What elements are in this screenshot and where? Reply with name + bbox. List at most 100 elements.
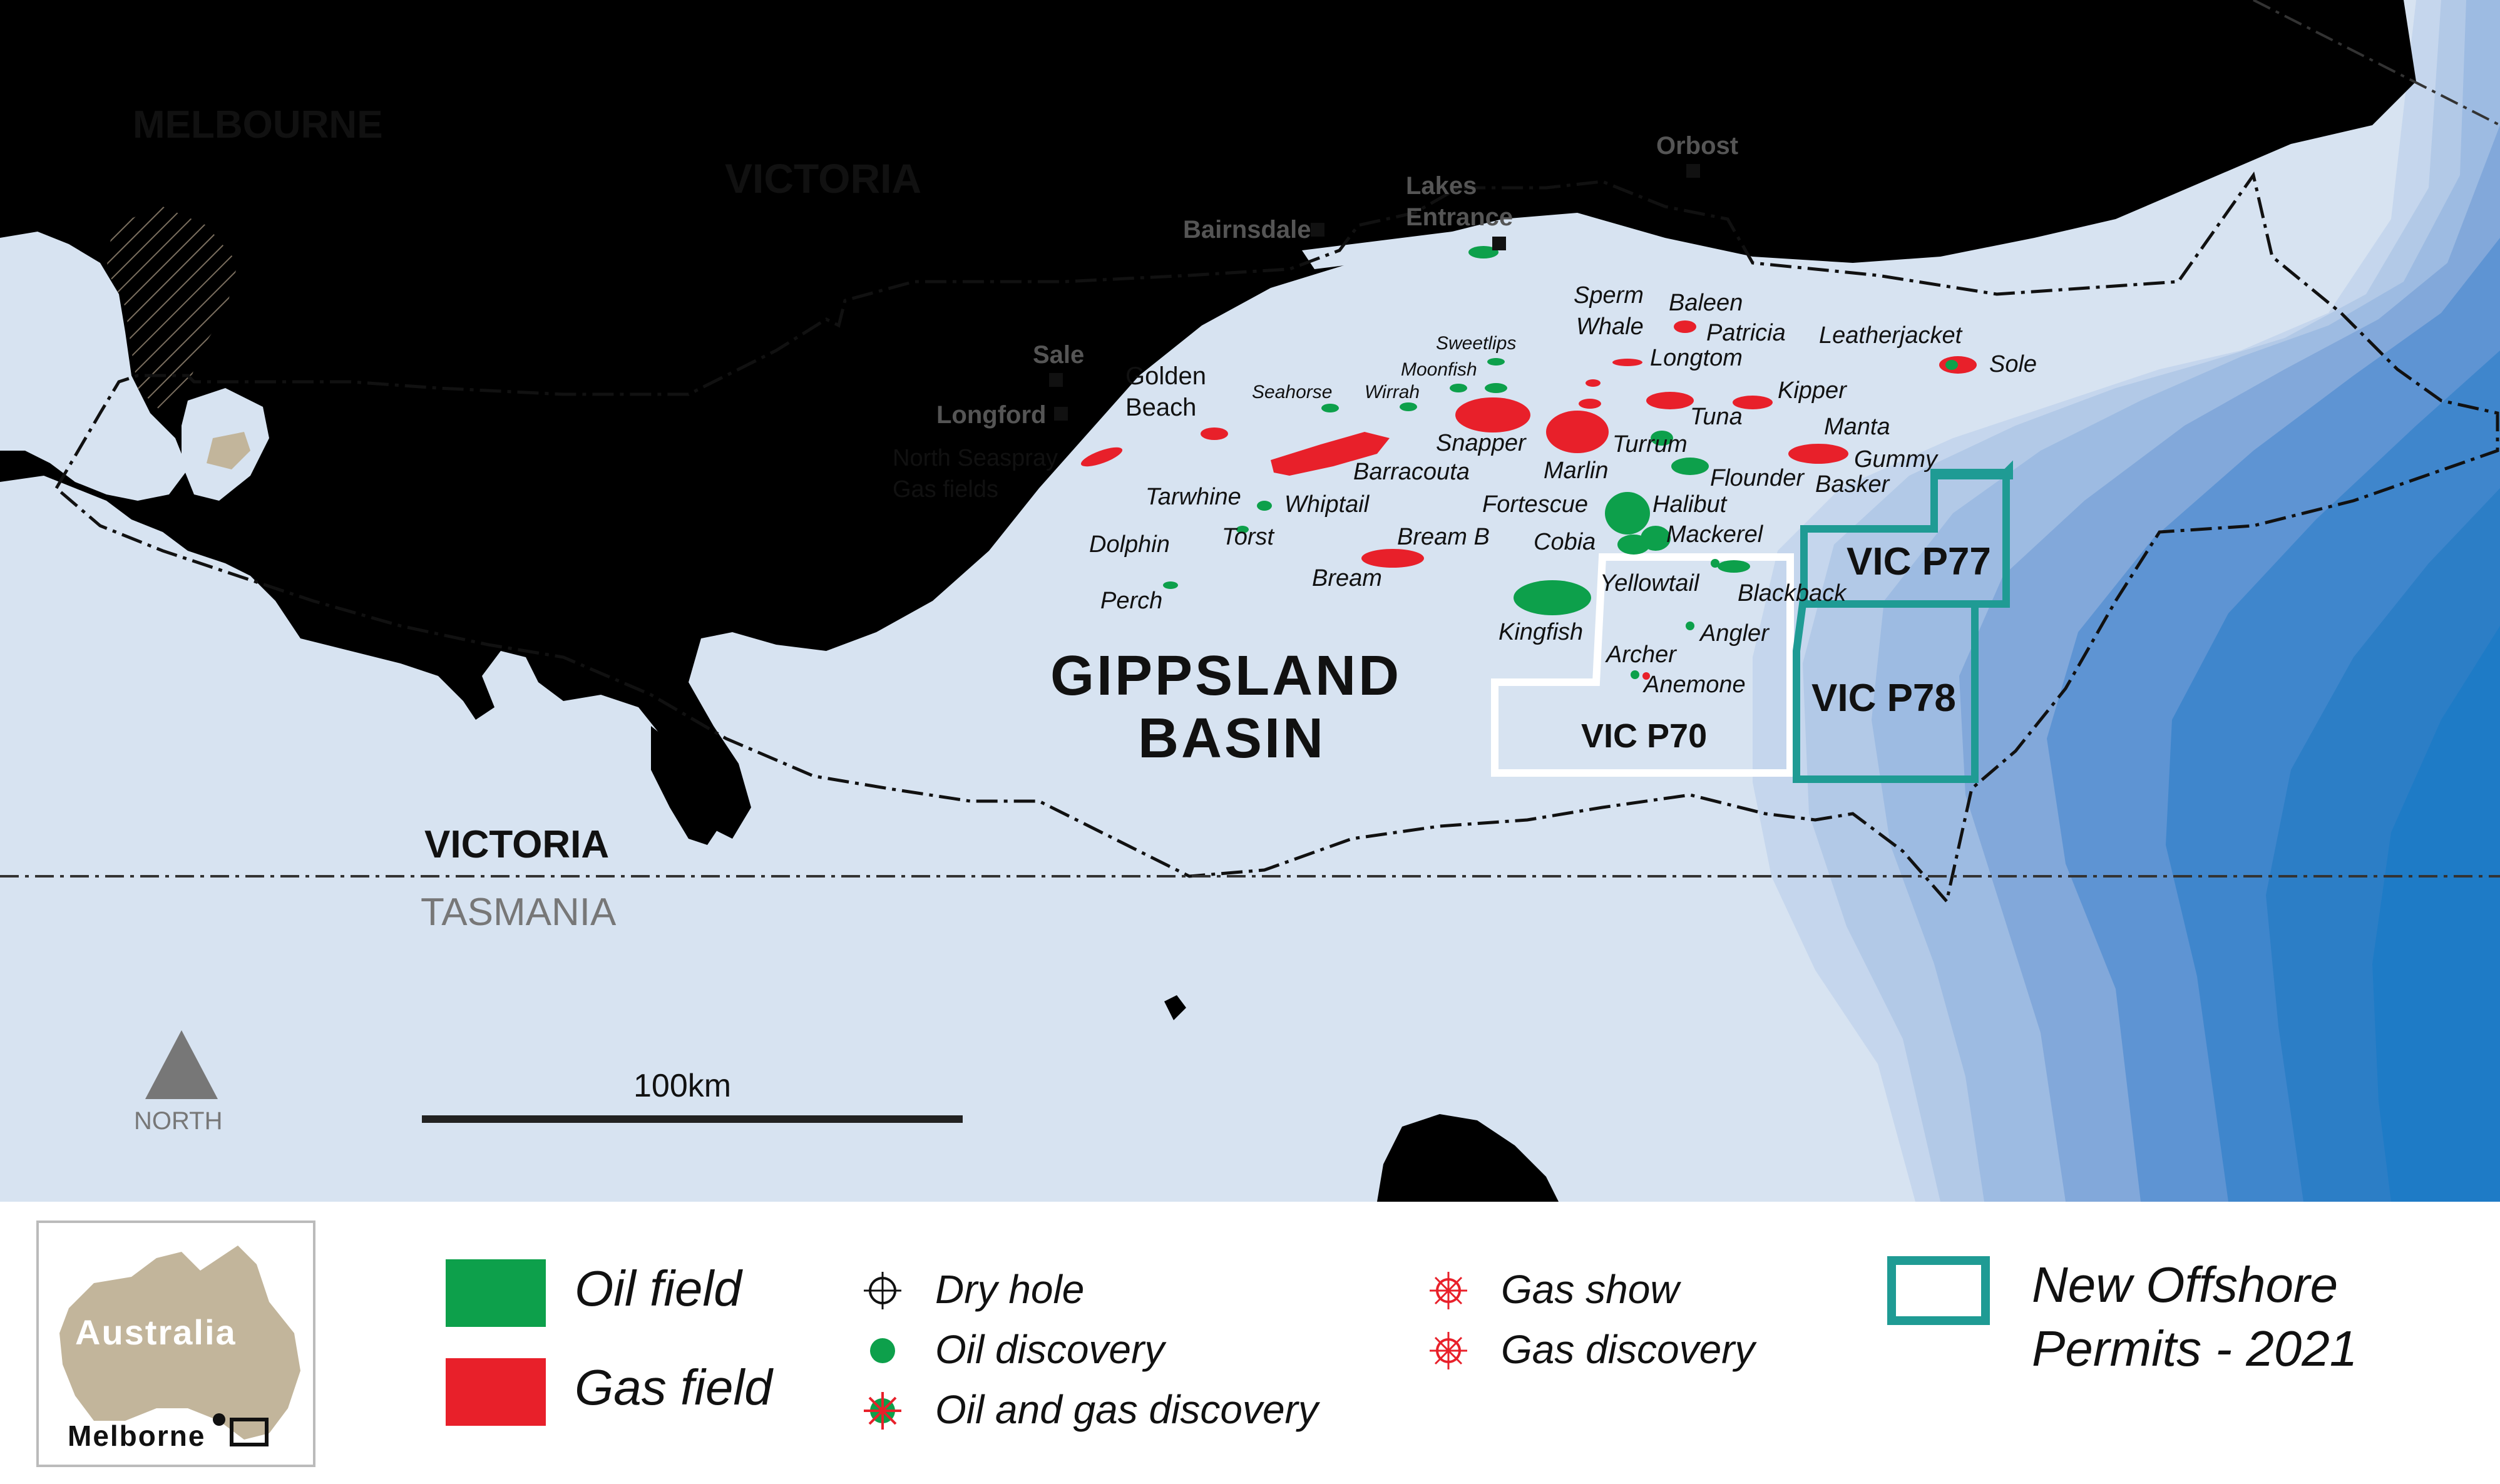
legend-gas-show-icon <box>1430 1272 1467 1309</box>
gas-field-2[interactable] <box>1579 399 1601 409</box>
legend-permit-swatch <box>1887 1256 1990 1325</box>
bairnsdale-marker <box>1311 223 1324 237</box>
bathymetry <box>1753 0 2500 1202</box>
label-dolphin: Dolphin <box>1089 531 1170 558</box>
legend-permits-line2: Permits - 2021 <box>2032 1321 2357 1376</box>
oil-discovery-yellowtail[interactable] <box>1711 559 1719 568</box>
label-sperm-line2: Whale <box>1576 314 1644 340</box>
label-perch: Perch <box>1100 588 1162 614</box>
oil-field-mackerel[interactable] <box>1718 560 1750 573</box>
label-golden-line2: Beach <box>1125 394 1196 421</box>
port-phillip-bay <box>0 232 188 501</box>
label-sole: Sole <box>1989 351 2037 377</box>
oil-field-whiptail[interactable] <box>1257 501 1272 511</box>
fields <box>1079 246 1977 680</box>
inset-melborne: Melborne <box>68 1420 205 1452</box>
gas-field-marlin[interactable] <box>1546 411 1609 453</box>
label-anemone: Anemone <box>1642 672 1746 698</box>
legend-gas-discovery: Gas discovery <box>1501 1327 1757 1372</box>
label-bairnsdale: Bairnsdale <box>1183 216 1311 243</box>
label-longtom: Longtom <box>1650 345 1743 371</box>
label-vic-p77: VIC P77 <box>1847 540 1991 583</box>
label-seaspray-line2: Gas fields <box>893 476 998 503</box>
legend-oil-discovery-icon <box>870 1338 895 1363</box>
oil-discovery-archer[interactable] <box>1631 670 1639 679</box>
gas-field-bream[interactable] <box>1361 549 1424 568</box>
gas-field-baleen[interactable] <box>1674 320 1696 333</box>
victoria-mainland <box>0 0 2416 839</box>
orbost-marker <box>1686 164 1700 178</box>
oil-field-moonfish[interactable] <box>1450 384 1467 392</box>
oil-field-wirrah[interactable] <box>1400 402 1417 411</box>
label-archer: Archer <box>1605 642 1677 668</box>
label-kingfish: Kingfish <box>1498 619 1583 645</box>
label-manta: Manta <box>1824 414 1890 440</box>
legend-permits-line1: New Offshore <box>2032 1257 2338 1313</box>
gas-field-kipper[interactable] <box>1733 396 1773 409</box>
gas-field-1[interactable] <box>1201 427 1228 440</box>
gas-field-barracouta[interactable] <box>1271 432 1390 476</box>
label-seaspray-line1: North Seaspray <box>893 445 1058 471</box>
island-1 <box>1164 995 1186 1020</box>
oil-field-leatherjacket[interactable] <box>1945 360 1958 370</box>
oil-field-perch[interactable] <box>1163 581 1178 589</box>
oil-field-4[interactable] <box>1487 358 1505 366</box>
oil-field-fortescue[interactable] <box>1605 492 1650 535</box>
label-bream-b: Bream B <box>1397 524 1490 550</box>
label-sale: Sale <box>1033 341 1084 369</box>
oil-field-halibut[interactable] <box>1641 526 1671 551</box>
label-bream: Bream <box>1312 565 1382 591</box>
label-sperm-line1: Sperm <box>1574 282 1644 309</box>
gas-field-snapper[interactable] <box>1455 397 1530 432</box>
legend-gas-field: Gas field <box>575 1359 774 1415</box>
label-seahorse: Seahorse <box>1252 382 1332 402</box>
oil-field-torst[interactable] <box>1236 526 1249 533</box>
australia-inset-shape <box>59 1246 300 1440</box>
town-markers <box>1049 164 1700 421</box>
melbourne-metro <box>106 207 238 413</box>
label-golden-line1: Golden <box>1125 362 1206 390</box>
basin-boundary <box>54 171 2499 905</box>
label-gippsland: GIPPSLAND <box>1050 645 1401 707</box>
label-fortescue: Fortescue <box>1482 491 1588 518</box>
phillip-island <box>207 432 250 469</box>
gas-discovery-anemone[interactable] <box>1642 672 1650 680</box>
label-tuna: Tuna <box>1690 404 1743 430</box>
sale-marker <box>1049 373 1063 387</box>
oil-field-seahorse[interactable] <box>1321 404 1339 412</box>
permit-vic-p78[interactable] <box>1793 600 1979 783</box>
label-vic-p78: VIC P78 <box>1811 677 1956 720</box>
land <box>0 0 2416 1202</box>
oil-field-sweetlips[interactable] <box>1485 383 1507 393</box>
gas-field-longtom[interactable] <box>1612 359 1642 366</box>
label-angler: Angler <box>1699 620 1770 647</box>
label-basker: Basker <box>1815 471 1890 498</box>
label-scale: 100km <box>633 1068 731 1104</box>
north-arrow-icon <box>145 1030 218 1099</box>
label-mackerel: Mackerel <box>1666 521 1764 548</box>
label-victoria-north: VICTORIA <box>725 155 921 202</box>
label-gummy: Gummy <box>1854 446 1939 473</box>
label-kipper: Kipper <box>1778 377 1847 404</box>
gas-field-tuna[interactable] <box>1646 392 1694 409</box>
permit-vic-p77[interactable] <box>1800 460 2013 608</box>
label-basin: BASIN <box>1138 707 1326 770</box>
permit-vic-p70[interactable] <box>1491 553 1794 777</box>
label-lakes-line2: Entrance <box>1406 203 1513 231</box>
oil-discovery-angler[interactable] <box>1686 622 1694 630</box>
inset-locator-box <box>230 1418 269 1446</box>
label-leatherjacket: Leatherjacket <box>1819 322 1963 349</box>
label-north: NORTH <box>134 1107 222 1135</box>
oil-field-lakes[interactable] <box>1468 246 1498 258</box>
gas-field-seaspray[interactable] <box>1079 444 1125 471</box>
label-turrum: Turrum <box>1612 431 1688 458</box>
legend-gas-show: Gas show <box>1501 1267 1681 1312</box>
gas-field-manta[interactable] <box>1788 444 1848 464</box>
oil-field-flounder[interactable] <box>1671 458 1709 475</box>
oil-field-turrum[interactable] <box>1651 431 1673 446</box>
gas-field-3[interactable] <box>1586 379 1601 387</box>
oil-field-kingfish[interactable] <box>1514 580 1591 615</box>
gippsland-lakes <box>1302 225 1502 269</box>
nsw-border-line <box>2253 0 2500 126</box>
